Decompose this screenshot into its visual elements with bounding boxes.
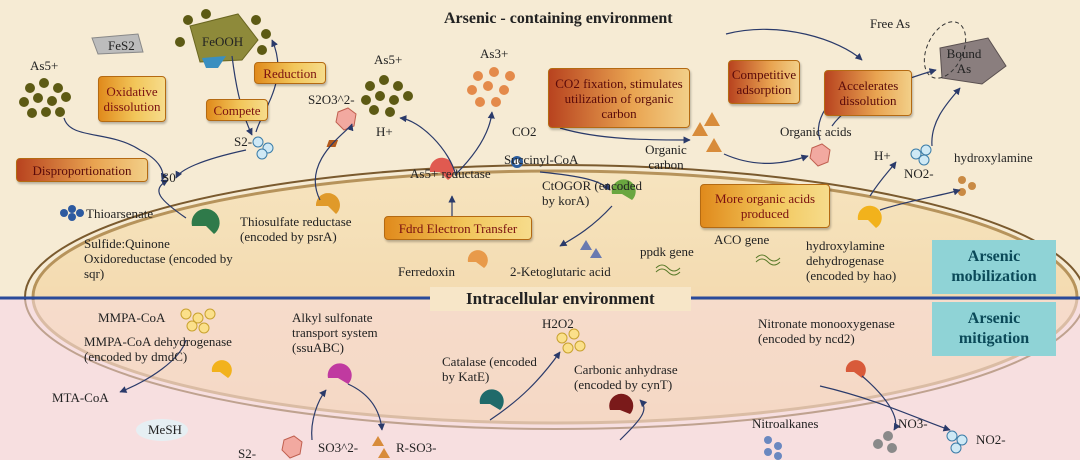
psra-enzyme-icon	[315, 193, 340, 214]
feooh-dots	[175, 9, 271, 55]
s0-label: S0	[162, 170, 176, 185]
organic-carbon-triangles	[692, 112, 722, 152]
arsenic-mobilization-badge: Arsenic mobilization	[932, 240, 1056, 294]
as-reductase-label: As5+ reductase	[410, 166, 491, 181]
mmpa-label: MMPA-CoA	[98, 310, 166, 325]
s2-cluster	[252, 136, 274, 160]
mta-label: MTA-CoA	[52, 390, 109, 405]
free-as-dashed	[923, 21, 967, 79]
free-as-label: Free As	[870, 16, 911, 31]
as3-dots	[467, 67, 515, 107]
no2-lower-cluster	[946, 430, 968, 454]
reduction-box: Reduction	[254, 62, 326, 84]
gene-ppdk-icon	[655, 264, 681, 276]
sqr-label: Sulfide:Quinone Oxidoreductase (encoded …	[84, 236, 233, 281]
compete-box: Compete	[206, 99, 268, 121]
as5-left-label: As5+	[30, 58, 59, 73]
s2-label: S2-	[234, 134, 253, 149]
feooh-mineral	[189, 13, 259, 63]
katE-label: Catalase (encoded by KatE)	[442, 354, 537, 384]
hao-label: hydroxylamine dehydrogenase (encoded by …	[806, 238, 897, 283]
s2-bottom-label: S2-	[238, 446, 257, 461]
ssu-label: Alkyl sulfonate transport system (ssuABC…	[292, 310, 378, 355]
ketoglutaric-label: 2-Ketoglutaric acid	[510, 264, 611, 279]
bound-as-label: Bound As	[946, 46, 982, 76]
more-organic-acids-box: More organic acids produced	[700, 184, 830, 228]
accelerates-dissolution-box: Accelerates dissolution	[824, 70, 912, 116]
feooh-label: FeOOH	[202, 34, 244, 49]
cynt-icon	[609, 393, 634, 414]
no2-bottom-label: NO2-	[976, 432, 1006, 447]
thioarsenate-label: Thioarsenate	[86, 206, 154, 221]
no2-cluster	[910, 144, 932, 166]
as5-left-dots	[19, 78, 71, 118]
as5-mid-label: As5+	[374, 52, 403, 67]
sqr-enzyme-icon	[191, 208, 220, 234]
no3-label: NO3-	[898, 416, 928, 431]
ferredoxin-label: Ferredoxin	[398, 264, 456, 279]
s2o3-label: S2O3^2-	[308, 92, 355, 107]
dmdc-label: MMPA-CoA dehydrogenase (encoded by dmdC)	[84, 334, 232, 364]
fes2-label: FeS2	[108, 38, 135, 53]
h-plus-right-label: H+	[874, 148, 891, 163]
no3-cluster	[873, 431, 897, 453]
so3-label: SO3^2-	[318, 440, 359, 455]
disproportionation-box: Disproportionation	[16, 158, 148, 182]
oxidative-dissolution-box: Oxidative dissolution	[98, 76, 166, 122]
feooh-piece	[202, 56, 226, 68]
gene-aco-icon	[755, 254, 781, 266]
h-plus-label: H+	[376, 124, 393, 139]
fes2-crystal	[91, 33, 144, 55]
arsenic-mitigation-badge: Arsenic mitigation	[932, 302, 1056, 356]
organic-acid-hex	[809, 143, 831, 167]
hydroxylamine-cluster	[958, 176, 976, 196]
ncd2-label: Nitronate monooxygenase (encoded by ncd2…	[758, 316, 895, 346]
ferredoxin-icon	[467, 250, 488, 268]
mesh-label: MeSH	[148, 422, 182, 437]
hao-enzyme-icon	[857, 205, 882, 228]
fd-electron-transfer-box: Fdrd Electron Transfer	[384, 216, 532, 240]
ssu-enzyme-icon	[327, 363, 352, 384]
no2-label: NO2-	[904, 166, 934, 181]
intracellular-title: Intracellular environment	[430, 287, 691, 311]
co2-label: CO2	[512, 124, 537, 139]
environment-title: Arsenic - containing environment	[444, 10, 673, 27]
rso3-triangles	[372, 436, 390, 458]
psra-label: Thiosulfate reductase (encoded by psrA)	[240, 214, 352, 244]
cynT-label: Carbonic anhydrase (encoded by cynT)	[574, 362, 678, 392]
bound-as-mineral	[939, 37, 1007, 85]
ncd2-icon	[845, 360, 866, 378]
h2o2-dots	[556, 328, 586, 354]
thioarsenate-icon	[60, 205, 84, 221]
dmdc-enzyme-icon	[211, 360, 232, 378]
h2o2-label: H2O2	[542, 316, 574, 331]
hydroxylamine-label: hydroxylamine	[954, 150, 1033, 165]
ctogor-label: CtOGOR (encoded by korA)	[542, 178, 643, 208]
organic-carbon-label: Organic carbon	[645, 142, 687, 172]
aco-label: ACO gene	[714, 232, 770, 247]
as3-label: As3+	[480, 46, 509, 61]
co2-fixation-box: CO2 fixation, stimulates utilization of …	[548, 68, 690, 128]
mesh-cloud	[136, 419, 188, 441]
rso3-label: R-SO3-	[396, 440, 437, 455]
nitroalkane-cluster	[764, 436, 782, 460]
competitive-adsorption-box: Competitive adsorption	[728, 60, 800, 104]
nitroalkanes-label: Nitroalkanes	[752, 416, 819, 431]
as-reductase-icon	[429, 157, 454, 180]
as5-mid-dots	[361, 75, 413, 117]
sulfite-hex	[281, 435, 303, 459]
catalase-icon	[479, 389, 504, 410]
succinyl-label: Succinyl-CoA	[504, 152, 579, 167]
ppdk-label: ppdk gene	[640, 244, 694, 259]
ketoglutaric-triangles	[580, 240, 602, 258]
ctogor-enzyme-icon	[611, 179, 636, 200]
mmpa-dots	[180, 308, 216, 334]
organic-acids-label: Organic acids	[780, 124, 852, 139]
